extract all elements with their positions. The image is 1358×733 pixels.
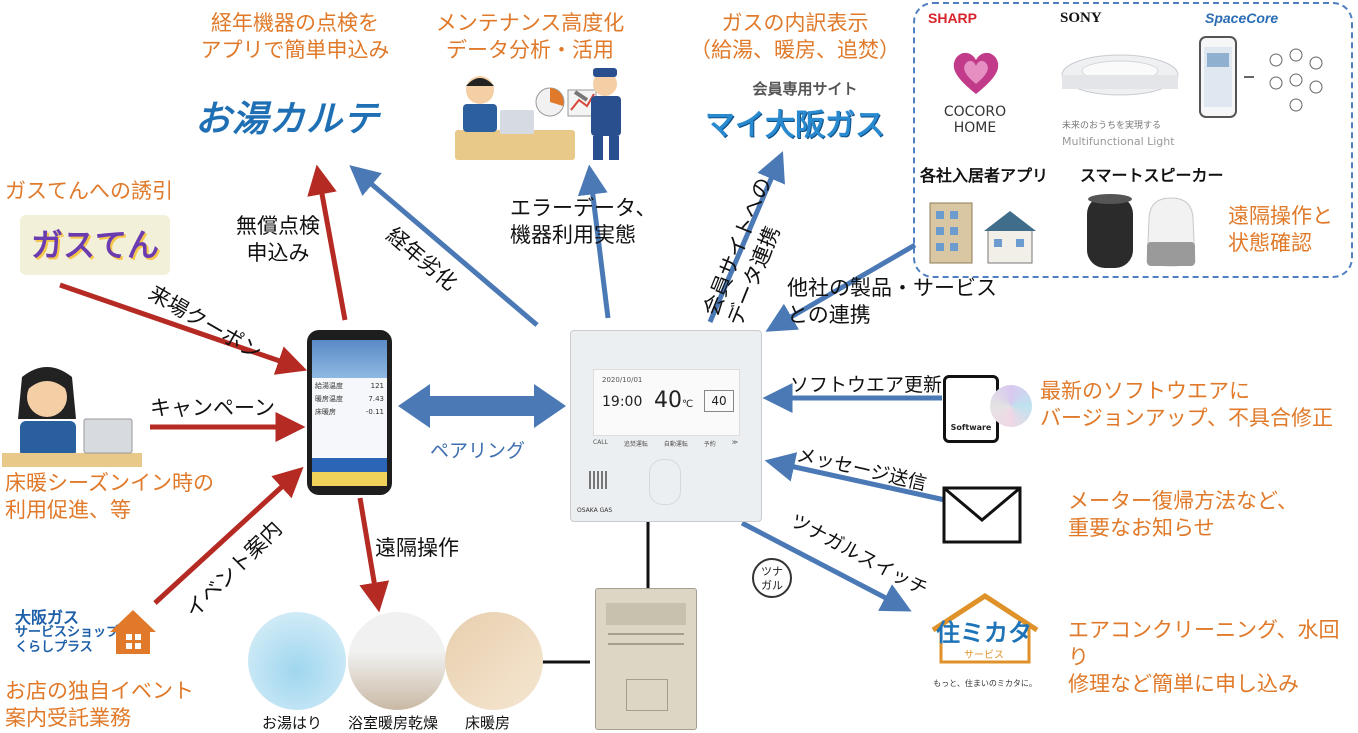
arrow-message — [764, 452, 946, 503]
floor-heating-photo — [445, 612, 543, 710]
updown-buttons — [649, 459, 681, 505]
remote-controller: 2020/10/01 19:00 40℃ 40 CALL 追焚運転 自動運転 予… — [570, 330, 762, 522]
sumikata-house-icon — [931, 593, 1039, 664]
shop-logo: 大阪ガス サービスショップ くらしプラス — [15, 608, 120, 656]
bath-dryer-photo — [348, 612, 446, 710]
remote-buttons: CALL 追焚運転 自動運転 予約 ≫ — [593, 439, 738, 448]
maintenance-illustration — [455, 68, 621, 160]
bath-dry-label: 浴室暖房乾燥 — [348, 714, 439, 732]
resident-app-label: 各社入居者アプリ — [920, 166, 1049, 185]
campaign-label: キャンペーン — [150, 396, 275, 420]
arrow-tsunagaru — [740, 520, 912, 612]
remote-display: 2020/10/01 19:00 40℃ 40 — [593, 369, 740, 436]
smart-speaker-label: スマートスピーカー — [1080, 166, 1224, 185]
spacecore-logo: SpaceCore — [1205, 10, 1279, 26]
sony-logo: SONY — [1060, 10, 1102, 26]
shop-caption: お店の独自イベント 案内受託業務 — [5, 679, 194, 730]
bath-photo — [248, 612, 346, 710]
smart-speaker-icon — [1087, 194, 1196, 268]
house-icon — [110, 610, 156, 654]
arrow-event — [153, 466, 304, 605]
mygas-small-label: 会員専用サイト — [752, 80, 858, 98]
spacecore-app-icon — [1199, 36, 1323, 118]
other-products-label: 他社の製品・サービス との連携 — [787, 276, 997, 327]
remote-check-caption: 遠隔操作と 状態確認 — [1228, 204, 1333, 255]
mygas-logo: マイ大阪ガス — [705, 108, 885, 143]
gasten-logo: ガスてん — [20, 215, 170, 275]
speaker-grille — [589, 471, 607, 489]
tsunagaru-badge: ツナ ガル — [752, 558, 792, 598]
person-laptop-illustration — [2, 367, 142, 467]
floor-heat-label: 床暖房 — [465, 714, 511, 732]
pairing-label: ペアリング — [430, 440, 526, 462]
gas-caption: ガスの内訳表示 （給湯、暖房、追焚） — [690, 11, 900, 62]
disc-icon — [990, 385, 1032, 427]
sony-light-caption: 未来のおうちを実現する Multifunctional Light — [1062, 121, 1175, 148]
software-update-label: ソフトウエア更新 — [790, 374, 943, 396]
sumikata-logo: 住ミカタ — [936, 619, 1032, 647]
water-heater — [595, 588, 697, 730]
sumikata-caption: エアコンクリーニング、水回り 修理など簡単に申し込み — [1068, 618, 1340, 696]
mail-icon — [942, 486, 1022, 544]
arrow-other-products — [765, 242, 917, 332]
remote-label: 遠隔操作 — [375, 536, 459, 560]
arrow-error-data — [577, 164, 611, 319]
buildings-icon — [929, 202, 1036, 264]
arrow-member-site — [707, 151, 785, 323]
meter-caption: メーター復帰方法など、 重要なお知らせ — [1068, 489, 1298, 540]
arrow-coupon — [59, 282, 308, 375]
sharp-logo: SHARP — [928, 10, 978, 26]
arrow-free-inspect — [307, 164, 348, 321]
gasten-caption: ガスてんへの誘引 — [5, 179, 173, 203]
sumikata-sub: サービス — [964, 650, 1004, 661]
sony-light-icon — [1061, 54, 1179, 96]
partner-box — [913, 2, 1353, 278]
bath-fill-label: お湯はり — [262, 714, 323, 732]
cocoro-heart-icon — [953, 52, 999, 94]
cocoro-home-logo: COCORO HOME — [943, 104, 1007, 136]
karte-logo: お湯カルテ — [195, 99, 381, 140]
karte-caption: 経年機器の点検を アプリで簡単申込み — [200, 11, 390, 62]
error-data-label: エラーデータ、 機器利用実態 — [510, 196, 657, 247]
sumikata-tagline: もっと、住まいのミカタに。 — [933, 679, 1037, 688]
pairing-double-arrow — [398, 384, 566, 428]
arrow-remote — [357, 497, 390, 613]
software-caption: 最新のソフトウエアに バージョンアップ、不具合修正 — [1040, 379, 1333, 430]
free-inspect-label: 無償点検 申込み — [236, 214, 320, 265]
arrow-aging — [349, 165, 539, 327]
heating-caption: 床暖シーズンイン時の 利用促進、等 — [5, 471, 214, 522]
maint-caption: メンテナンス高度化 データ分析・活用 — [435, 11, 625, 62]
remote-brand: OSAKA GAS — [577, 507, 613, 514]
